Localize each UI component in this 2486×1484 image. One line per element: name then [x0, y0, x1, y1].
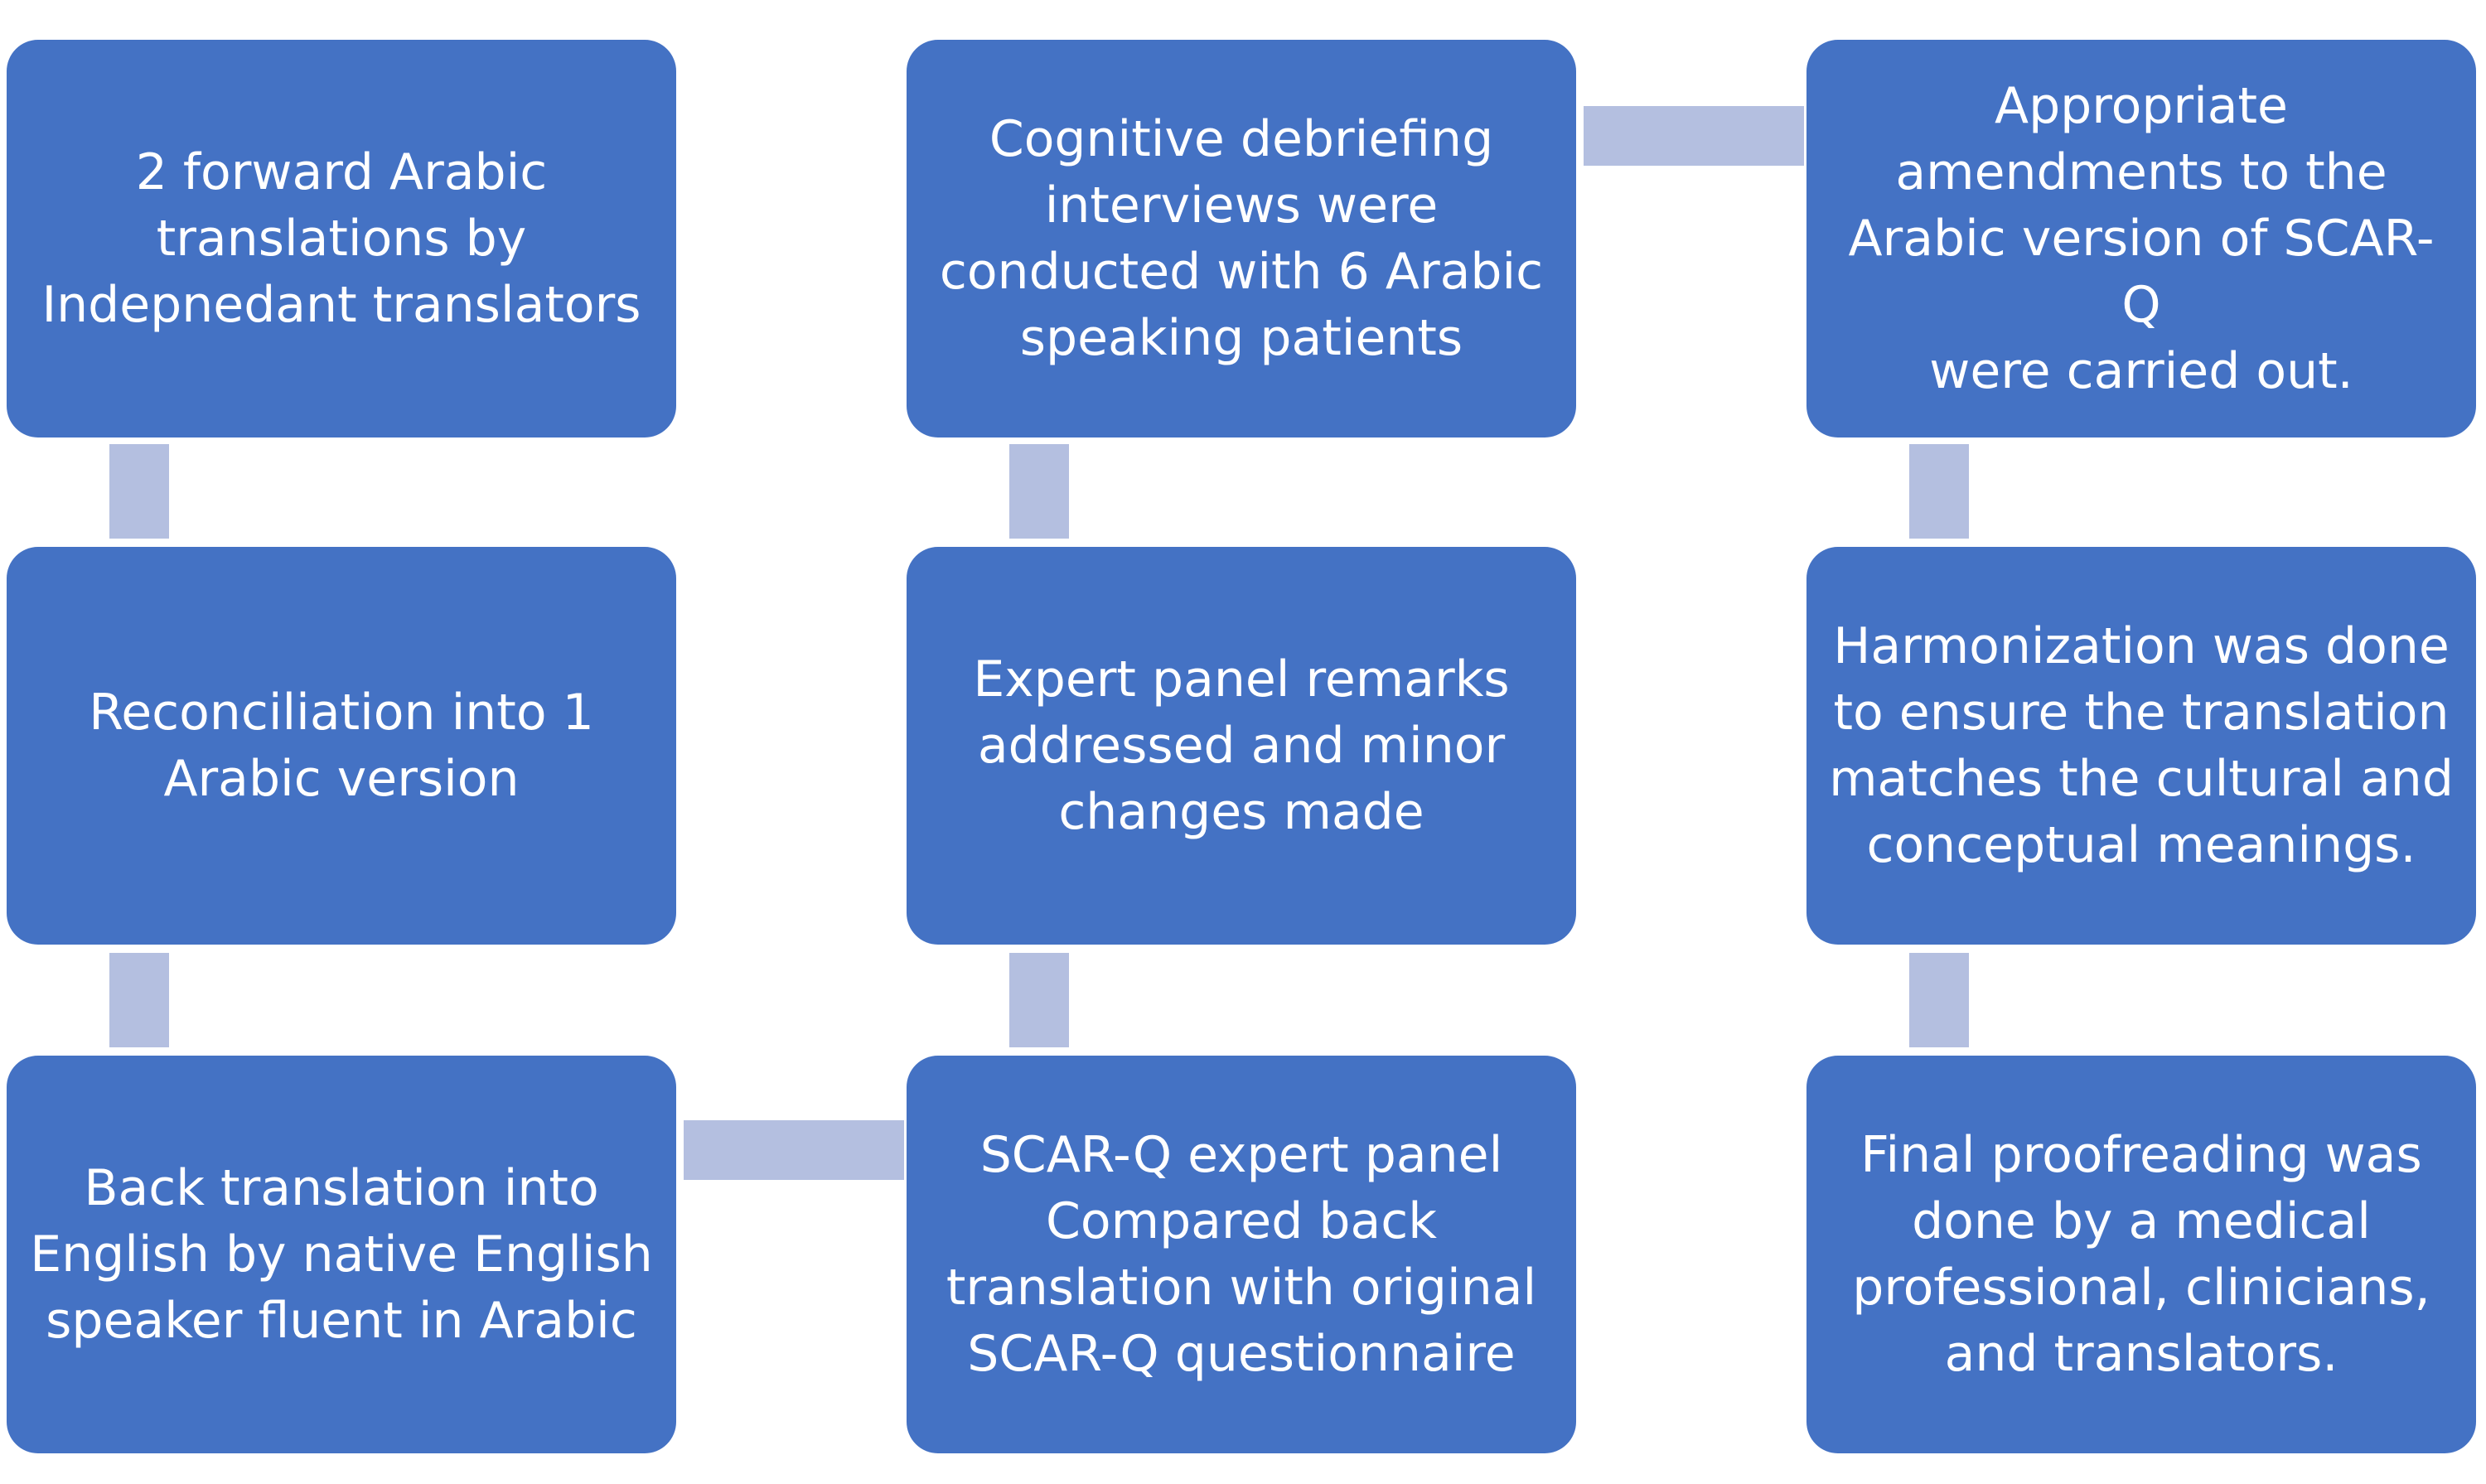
step-text-8: Harmonization was done to ensure the tra…	[1829, 617, 2454, 874]
step-text-7: Appropriate amendments to the Arabic ver…	[1848, 77, 2435, 400]
step-box-6: Cognitive debriefing interviews were con…	[907, 40, 1576, 437]
step-text-1: 2 forward Arabic translations by Indepne…	[41, 143, 641, 334]
connector-step-7-to-8	[1909, 444, 1969, 539]
step-box-1: 2 forward Arabic translations by Indepne…	[7, 40, 676, 437]
step-text-4: SCAR-Q expert panel Compared back transl…	[946, 1126, 1537, 1383]
step-box-3: Back translation into English by native …	[7, 1056, 676, 1453]
step-text-6: Cognitive debriefing interviews were con…	[939, 110, 1544, 367]
connector-step-1-to-2	[109, 444, 169, 539]
step-text-3: Back translation into English by native …	[30, 1159, 653, 1350]
step-text-2: Reconciliation into 1 Arabic version	[89, 684, 594, 808]
connector-step-3-to-4	[684, 1120, 904, 1180]
connector-step-2-to-3	[109, 953, 169, 1047]
step-box-2: Reconciliation into 1 Arabic version	[7, 547, 676, 945]
step-box-5: Expert panel remarks addressed and minor…	[907, 547, 1576, 945]
connector-step-6-to-7	[1584, 106, 1804, 166]
connector-step-5-to-6	[1009, 444, 1069, 539]
step-text-5: Expert panel remarks addressed and minor…	[973, 650, 1510, 841]
step-box-9: Final proofreading was done by a medical…	[1806, 1056, 2476, 1453]
step-box-8: Harmonization was done to ensure the tra…	[1806, 547, 2476, 945]
step-box-7: Appropriate amendments to the Arabic ver…	[1806, 40, 2476, 437]
step-box-4: SCAR-Q expert panel Compared back transl…	[907, 1056, 1576, 1453]
connector-step-8-to-9	[1909, 953, 1969, 1047]
step-text-9: Final proofreading was done by a medical…	[1852, 1126, 2430, 1383]
connector-step-4-to-5	[1009, 953, 1069, 1047]
